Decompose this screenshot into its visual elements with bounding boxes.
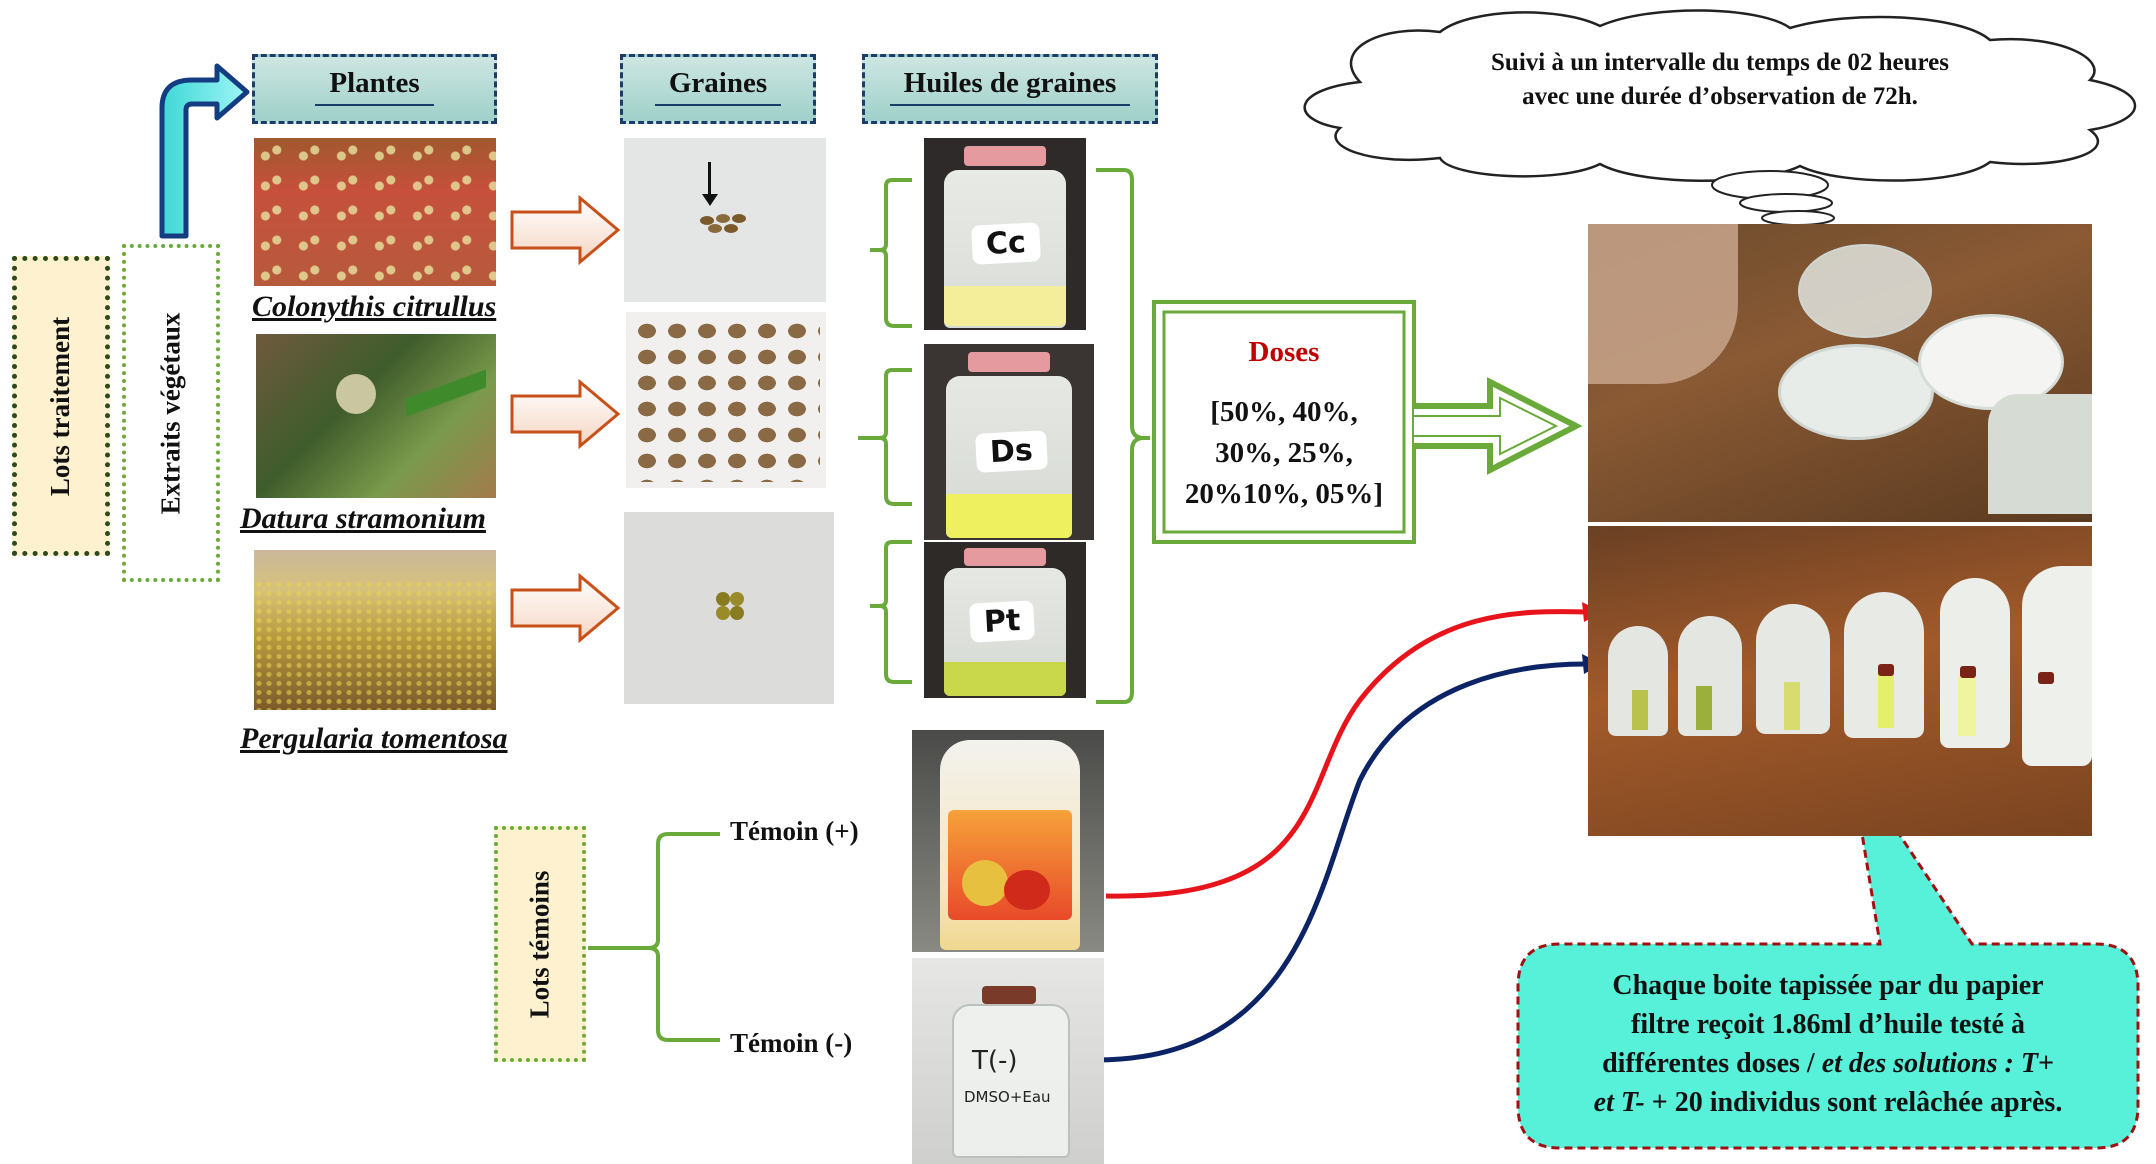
callout-line-2: filtre reçoit 1.86ml d’huile testé à (1631, 1009, 2025, 1040)
callout-line-1: Chaque boite tapissée par du papier (1612, 970, 2044, 1001)
doses-values: [50%, 40%, 30%, 25%, 20%10%, 05%] (1160, 392, 1408, 515)
jar-cc: Cc (924, 138, 1086, 330)
caption-colonythis: Colonythis citrullus (252, 290, 497, 323)
photo-pergularia (254, 550, 496, 710)
callout-text: Chaque boite tapissée par du papier filt… (1530, 966, 2126, 1122)
brace-controls (588, 832, 720, 1042)
brace-oils-right (1096, 168, 1150, 704)
doses-line-3: 20%10%, 05%] (1184, 478, 1384, 510)
photo-colonythis (254, 138, 496, 286)
header-plantes: Plantes (252, 54, 497, 124)
brace-oil-3 (870, 540, 912, 684)
lots-traitement-label: Lots traitement (45, 316, 76, 496)
brace-oil-2 (858, 368, 912, 506)
photo-datura (256, 334, 496, 498)
doses-box-outer (1152, 300, 1416, 544)
callout-line-4: et T- + 20 individus sont relâchée après… (1593, 1087, 2063, 1118)
jar-label-pt: Pt (969, 600, 1036, 643)
doses-line-1: [50%, 40%, (1210, 396, 1358, 428)
extraits-vegetaux-label: Extraits végétaux (155, 312, 186, 514)
photo-vial-dishes (1588, 526, 2092, 836)
cloud-text: Suivi à un intervalle du temps de 02 heu… (1360, 46, 2080, 114)
red-curve (1105, 609, 1589, 899)
jar-pt: Pt (924, 542, 1086, 698)
photo-seeds-2 (626, 312, 826, 488)
arrow-plant1-to-seed (510, 194, 621, 266)
extraits-vegetaux-box: Extraits végétaux (122, 244, 220, 582)
doses-title: Doses (1248, 336, 1320, 368)
arrow-plant2-to-seed (510, 378, 621, 450)
temoin-minus-bottle-sub: DMSO+Eau (964, 1088, 1051, 1106)
doses-arrow (1414, 377, 1583, 475)
cloud-bubble-3 (1761, 210, 1835, 226)
photo-temoin-minus: T(-) DMSO+Eau (912, 958, 1104, 1164)
cloud-bubble-2 (1739, 193, 1833, 213)
photo-temoin-plus (912, 730, 1104, 952)
jar-label-cc: Cc (971, 222, 1041, 265)
callout-line-3: différentes doses / et des solutions : T… (1602, 1048, 2054, 1079)
doses-line-2: 30%, 25%, (1215, 437, 1353, 469)
caption-datura: Datura stramonium (240, 502, 486, 535)
cloud-line-1: Suivi à un intervalle du temps de 02 heu… (1491, 49, 1949, 76)
jar-ds: Ds (924, 344, 1094, 540)
navy-curve (1095, 661, 1587, 1063)
temoin-plus-label: Témoin (+) (730, 816, 859, 846)
header-graines: Graines (620, 54, 816, 124)
photo-petri-dishes (1588, 224, 2092, 522)
temoin-minus-label: Témoin (-) (730, 1028, 853, 1058)
doses-box-inner (1162, 310, 1406, 534)
lots-traitement-box: Lots traitement (12, 256, 110, 556)
cloud-line-2: avec une durée d’observation de 72h. (1522, 83, 1918, 110)
jar-label-ds: Ds (975, 430, 1048, 473)
bent-arrow-to-plantes (159, 63, 250, 239)
photo-seeds-3 (624, 512, 834, 704)
callout-box (1516, 759, 2140, 1150)
photo-seeds-1 (624, 138, 826, 302)
arrow-plant3-to-seed (510, 572, 621, 644)
lots-temoins-box: Lots témoins (494, 826, 586, 1062)
temoin-minus-bottle-text: T(-) (972, 1046, 1018, 1076)
header-huiles: Huiles de graines (862, 54, 1158, 124)
caption-pergularia: Pergularia tomentosa (240, 722, 508, 755)
brace-oil-1 (870, 178, 912, 328)
thought-cloud (1303, 9, 2136, 182)
lots-temoins-label: Lots témoins (524, 870, 555, 1018)
